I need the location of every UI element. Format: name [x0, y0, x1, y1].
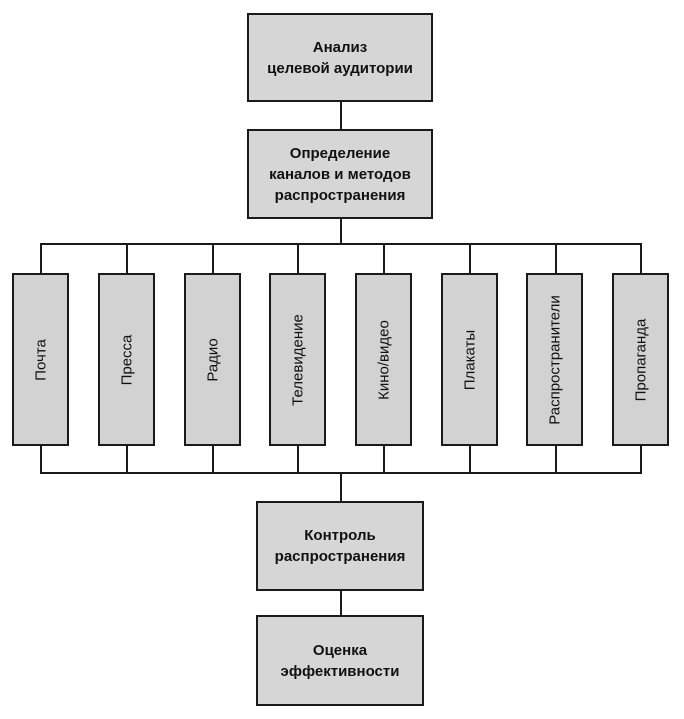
node-audience-analysis-label: Анализ целевой аудитории: [267, 38, 413, 77]
node-effectiveness-evaluation: Оценка эффективности: [256, 615, 424, 706]
channel-cinema-video: Кино/видео: [355, 273, 412, 446]
node-effectiveness-evaluation-label: Оценка эффективности: [280, 641, 400, 680]
channel-posters-label: Плакаты: [461, 329, 478, 390]
connector-bus-to-control: [340, 473, 342, 502]
node-distribution-control: Контроль распространения: [256, 501, 424, 591]
connector-control-to-evaluation: [340, 590, 342, 616]
channel-mail: Почта: [12, 273, 69, 446]
node-channel-definition-label: Определение каналов и методов распростра…: [269, 144, 411, 204]
channel-press-label: Пресса: [118, 334, 135, 385]
channel-distributors-label: Распространители: [546, 294, 563, 425]
channel-radio-label: Радио: [204, 337, 221, 382]
top-distribution-bus: [40, 243, 642, 245]
channel-distributors: Распространители: [526, 273, 583, 446]
node-distribution-control-label: Контроль распространения: [274, 527, 406, 565]
node-channel-definition: Определение каналов и методов распростра…: [247, 129, 433, 219]
channel-propaganda: Пропаганда: [612, 273, 669, 446]
channel-press: Пресса: [98, 273, 155, 446]
connector-channels-to-bus: [340, 218, 342, 244]
channel-television: Телевидение: [269, 273, 326, 446]
channel-propaganda-label: Пропаганда: [632, 318, 649, 401]
node-audience-analysis: Анализ целевой аудитории: [247, 13, 433, 102]
channel-mail-label: Почта: [32, 338, 49, 381]
channel-posters: Плакаты: [441, 273, 498, 446]
channel-television-label: Телевидение: [289, 313, 306, 406]
channel-radio: Радио: [184, 273, 241, 446]
channel-cinema-video-label: Кино/видео: [375, 319, 392, 400]
connector-audience-to-channels: [340, 101, 342, 130]
